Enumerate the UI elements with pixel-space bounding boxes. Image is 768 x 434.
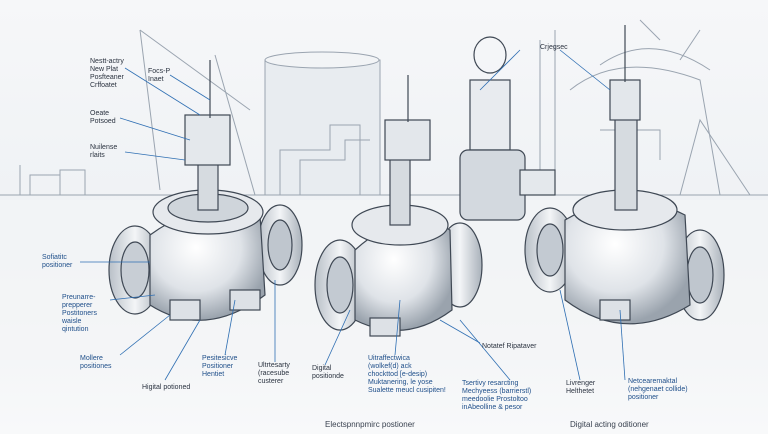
label-crjegsec: Crjegsec bbox=[540, 44, 568, 51]
label-digital-position: Digital positionde bbox=[312, 365, 344, 380]
label-pneumatic-preparer: Preunarre- prepperer Postitoners waisle … bbox=[62, 294, 98, 333]
label-tsertivy-resarcting: Tsertivy resarcting Mechyeess (barrierst… bbox=[462, 380, 532, 411]
label-nuisance-plants: Nuilense rlaits bbox=[90, 144, 118, 159]
label-sophisticated-positioner: Sofiatitc positioner bbox=[42, 254, 73, 269]
label-ultraeffective-positioner: Uitraffectwica (wolkef(d) ack chockttod … bbox=[368, 355, 446, 394]
label-ultrasonic-customer: Ultrtesarty (racesube custerer bbox=[258, 362, 290, 385]
label-positive-positioner: Pesitesicve Positioner Hentiet bbox=[202, 355, 238, 378]
leader-lines bbox=[80, 49, 626, 381]
label-mollere-positions: Mollere positiones bbox=[80, 355, 112, 370]
label-notated-ripataver: Notatef Ripataver bbox=[482, 343, 537, 350]
label-new-plant-positioner: Nestt-actry New Plat Posfteaner Crffoate… bbox=[90, 58, 124, 89]
background-plant bbox=[0, 19, 768, 196]
valve-right bbox=[524, 25, 725, 325]
label-focus-inlet: Focs-P Inaet bbox=[148, 68, 171, 83]
caption-electropneumatic-positioner: Electspnnpmirc postioner bbox=[325, 420, 415, 429]
caption-digital-acting-positioner: Digital acting oditioner bbox=[570, 420, 649, 429]
label-livrenger-helthetet: Livrenger Helthetet bbox=[566, 380, 596, 395]
label-digital-positioned: Higital potioned bbox=[142, 384, 191, 391]
valve-left bbox=[108, 60, 303, 321]
label-create-position: Oeate Potsoed bbox=[90, 110, 116, 125]
valve-center bbox=[314, 36, 556, 337]
label-nectar-metal-positioner: Netcearemaktal (nehgenaet collide) posit… bbox=[628, 378, 688, 401]
